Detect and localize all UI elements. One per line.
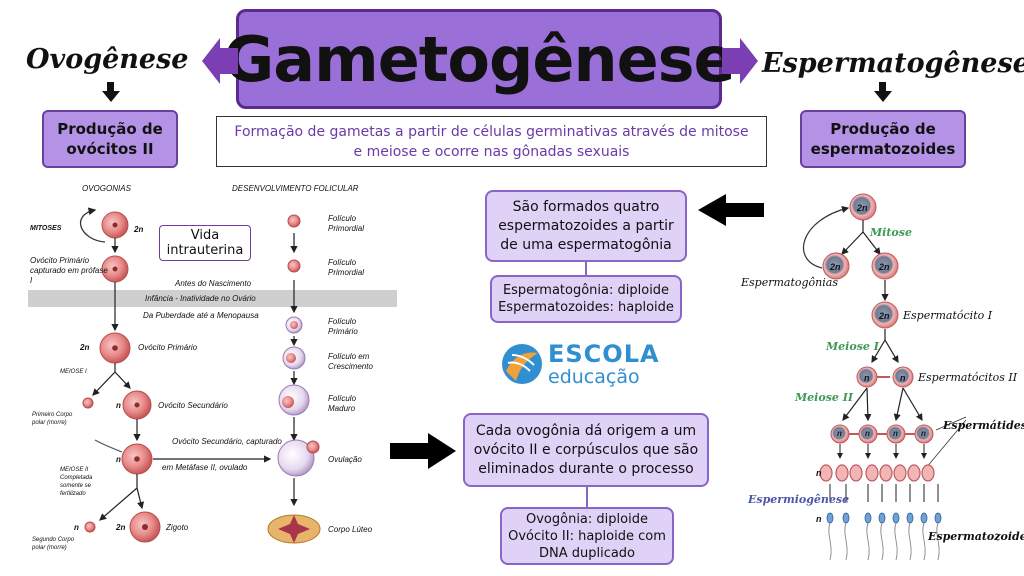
label-2n: 2n <box>879 311 890 321</box>
label-n: n <box>116 455 121 464</box>
meiose1-label: Meiose I <box>826 340 879 353</box>
ovo-ploidy-3: DNA duplicado <box>508 545 666 562</box>
primeiro-corpo-label: Primeiro Corpo polar (morre) <box>32 411 82 427</box>
label-2n: 2n <box>857 203 868 213</box>
label-n: n <box>893 429 898 438</box>
mitose-label: Mitose <box>870 226 912 239</box>
espermatogenese-title: Espermatogênese <box>762 48 1024 79</box>
ovo-ploidy-1: Ovogônia: diploide <box>508 511 666 528</box>
primario-capturado-label: Ovócito Primário capturado em prófase I <box>30 256 108 286</box>
label-n: n <box>900 373 906 383</box>
foliculo-primario: Folículo Primário <box>328 317 378 337</box>
ovulacao-label: Ovulação <box>328 455 362 464</box>
label-n: n <box>74 523 79 532</box>
logo-sub: educação <box>548 366 640 388</box>
espermatogonias-label: Espermatogônias <box>741 276 838 289</box>
label-n: n <box>816 468 822 478</box>
ovo-ploidy-2: Ovócito II: haploide com <box>508 528 666 545</box>
escola-logo-icon <box>500 341 544 387</box>
foliculo-maduro: Folículo Maduro <box>328 394 378 414</box>
label-2n: 2n <box>80 343 89 352</box>
label-2n: 2n <box>879 262 890 272</box>
foliculo-primordial-2: Folículo Primordial <box>328 258 378 278</box>
label-n: n <box>921 429 926 438</box>
sperm-ploidy-2: Espermatozoides: haploide <box>498 299 674 316</box>
zigoto-label: Zigoto <box>166 523 188 532</box>
connector <box>586 487 588 508</box>
corpo-luteo-label: Corpo Lúteo <box>328 525 372 534</box>
meiose2-label: MEIOSE II Completada somente se fertiliz… <box>60 466 110 498</box>
label-2n: 2n <box>134 225 143 234</box>
espermatocito1-label: Espermatócito I <box>903 309 992 322</box>
label-n: n <box>837 429 842 438</box>
label-n: n <box>116 401 121 410</box>
ovo-result-text: Cada ovogônia dá origem a um ovócito II … <box>471 422 701 479</box>
sperm-result-box: São formados quatro espermatozoides a pa… <box>485 190 687 262</box>
espermatocitos2-label: Espermatócitos II <box>918 371 1017 384</box>
label-n: n <box>816 514 822 524</box>
espermatozoides-label: Espermatozoides <box>928 530 1024 543</box>
puberdade-label: Da Puberdade até a Menopausa <box>143 311 259 320</box>
vida-intrauterina-box: Vida intrauterina <box>159 225 251 261</box>
ovocito-primario-label: Ovócito Primário <box>138 343 197 352</box>
logo-name: ESCOLA <box>548 340 660 368</box>
ovocito-secundario-label: Ovócito Secundário <box>158 401 228 410</box>
espermatides-label: Espermátides <box>943 419 1024 432</box>
vida-intrauterina: Vida intrauterina <box>167 228 244 258</box>
label-2n: 2n <box>830 262 841 272</box>
espermatozoides-line2: espermatozoides <box>811 139 956 159</box>
espermatozoides-line1: Produção de <box>811 119 956 139</box>
meiose2-label: Meiose II <box>795 391 853 404</box>
foliculo-crescimento: Folículo em Crescimento <box>328 352 383 372</box>
down-arrow-icon <box>873 82 893 104</box>
label-2n: 2n <box>116 523 125 532</box>
right-arrow-icon <box>720 36 760 86</box>
mitoses-label: MITOSES <box>30 225 61 232</box>
sperm-result-text: São formados quatro espermatozoides a pa… <box>493 198 679 255</box>
sperm-ploidy-1: Espermatogônia: diploide <box>498 282 674 299</box>
band-label: Infância - Inatividade no Ovário <box>145 294 256 303</box>
secundario-capturado-2: em Metáfase II, ovulado <box>162 463 247 472</box>
ovo-result-box: Cada ovogônia dá origem a um ovócito II … <box>463 413 709 487</box>
secundario-capturado-1: Ovócito Secundário, capturado <box>172 437 282 446</box>
label-n: n <box>865 429 870 438</box>
connector <box>585 262 587 275</box>
meiose1-label: MEIOSE I <box>60 369 87 375</box>
foliculo-primordial-1: Folículo Primordial <box>328 214 378 234</box>
label-n: n <box>864 373 870 383</box>
segundo-corpo-label: Segundo Corpo polar (morre) <box>32 536 84 552</box>
antes-nascimento: Antes do Nascimento <box>175 279 251 288</box>
espermiogenese-label: Espermiogênese <box>748 493 849 506</box>
